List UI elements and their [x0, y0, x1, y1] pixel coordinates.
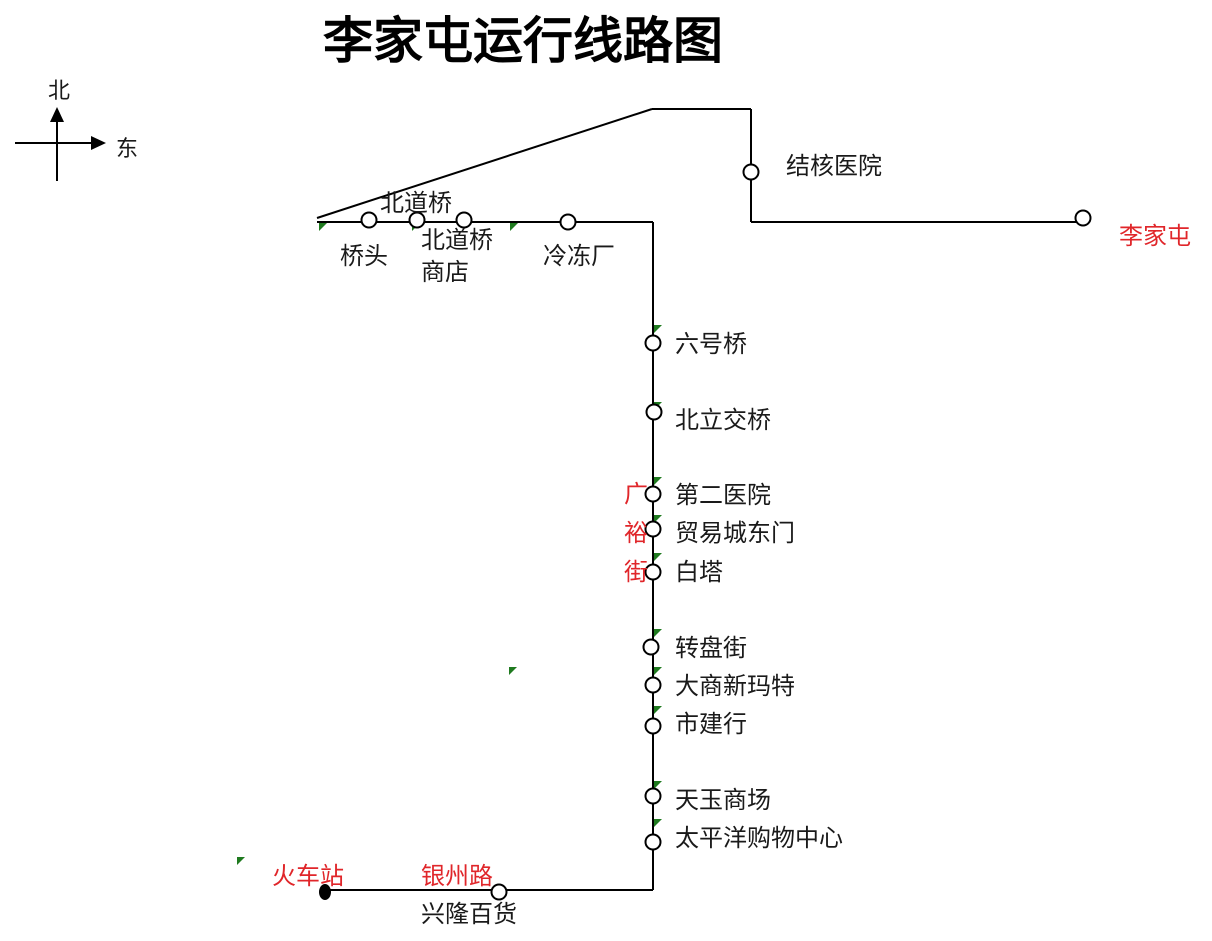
stop-circle-dashang[interactable] — [644, 676, 662, 694]
green-marker-icon — [509, 667, 517, 675]
stop-label-beidaoqiao: 北道桥 — [380, 189, 452, 217]
stop-label-liuhaoqiao: 六号桥 — [675, 330, 747, 358]
stop-label-yinzhoulu: 银州路 — [421, 862, 493, 890]
compass: 北 东 — [15, 79, 138, 181]
stop-circle-maoyicheng[interactable] — [644, 520, 662, 538]
stop-label-lengdongchang: 冷冻厂 — [543, 242, 615, 270]
stop-label-baita: 白塔 — [675, 558, 723, 586]
stop-label-xinglong: 兴隆百货 — [421, 900, 517, 928]
stop-circle-tianyu[interactable] — [644, 787, 662, 805]
green-marker-icon — [654, 325, 662, 333]
green-marker-icon — [237, 857, 245, 865]
stop-terminal-huochezhan[interactable] — [319, 884, 331, 900]
stop-circle-lengdongchang[interactable] — [559, 213, 577, 231]
street-label-char-3: 街 — [624, 558, 648, 586]
highlight-labels: 李家屯 火车站 银州路 广 裕 街 — [272, 222, 1191, 890]
stop-label-zhuanpanjie: 转盘街 — [675, 634, 747, 662]
stop-label-qiaotou: 桥头 — [340, 242, 388, 270]
stop-circle-qiaotou[interactable] — [360, 211, 378, 229]
stop-label-dier-hospital: 第二医院 — [675, 481, 771, 509]
stop-labels: 桥头 北道桥 北道桥 商店 冷冻厂 结核医院 六号桥 北立交桥 第二医院 贸易城… — [340, 152, 882, 928]
stop-label-maoyicheng: 贸易城东门 — [675, 519, 795, 547]
green-marker-icon — [654, 477, 662, 485]
stop-circle-zhuanpanjie[interactable] — [642, 638, 660, 656]
street-label-char-2: 裕 — [624, 519, 648, 547]
compass-east-label: 东 — [116, 137, 138, 162]
green-markers — [237, 223, 662, 865]
route-segment-diagonal — [316, 108, 653, 219]
stop-circle-beidaoqiao-shop[interactable] — [455, 211, 473, 229]
green-marker-icon — [654, 515, 662, 523]
stop-circle-jiehe-hospital[interactable] — [742, 163, 760, 181]
green-marker-icon — [654, 706, 662, 714]
stop-circle-beidaoqiao[interactable] — [408, 211, 426, 229]
stop-circle-taipingyang[interactable] — [644, 833, 662, 851]
stop-label-lijiatun: 李家屯 — [1119, 222, 1191, 250]
green-marker-icon — [654, 629, 662, 637]
stop-label-shijianhang: 市建行 — [675, 710, 747, 738]
stop-label-beili-jiaoqiao: 北立交桥 — [675, 406, 771, 434]
stop-circle-xinglong[interactable] — [490, 883, 508, 901]
stop-label-tianyu: 天玉商场 — [675, 786, 771, 814]
stop-label-dashang: 大商新玛特 — [675, 672, 795, 700]
stop-circle-baita[interactable] — [644, 563, 662, 581]
stop-label-jiehe-hospital: 结核医院 — [786, 152, 882, 180]
map-title: 李家屯运行线路图 — [323, 11, 723, 70]
stop-label-huochezhan: 火车站 — [272, 862, 344, 890]
stop-label-beidaoqiao-shop-line1: 北道桥 — [421, 226, 493, 254]
green-marker-icon — [510, 223, 518, 231]
green-marker-icon — [654, 781, 662, 789]
stop-circle-dier-hospital[interactable] — [644, 485, 662, 503]
stop-circle-liuhaoqiao[interactable] — [644, 334, 662, 352]
compass-north-label: 北 — [48, 79, 70, 104]
green-marker-icon — [319, 223, 327, 231]
compass-east-arrow-icon — [91, 136, 106, 150]
stop-circles — [360, 163, 1092, 901]
stop-circle-shijianhang[interactable] — [644, 717, 662, 735]
stop-label-taipingyang: 太平洋购物中心 — [675, 824, 843, 852]
street-label-char-1: 广 — [624, 480, 648, 508]
green-marker-icon — [654, 667, 662, 675]
stop-label-beidaoqiao-shop-line2: 商店 — [421, 258, 469, 286]
stop-circle-beili-jiaoqiao[interactable] — [645, 403, 663, 421]
green-marker-icon — [654, 819, 662, 827]
green-marker-icon — [654, 553, 662, 561]
compass-north-arrow-icon — [50, 107, 64, 122]
stop-circle-lijiatun[interactable] — [1074, 209, 1092, 227]
